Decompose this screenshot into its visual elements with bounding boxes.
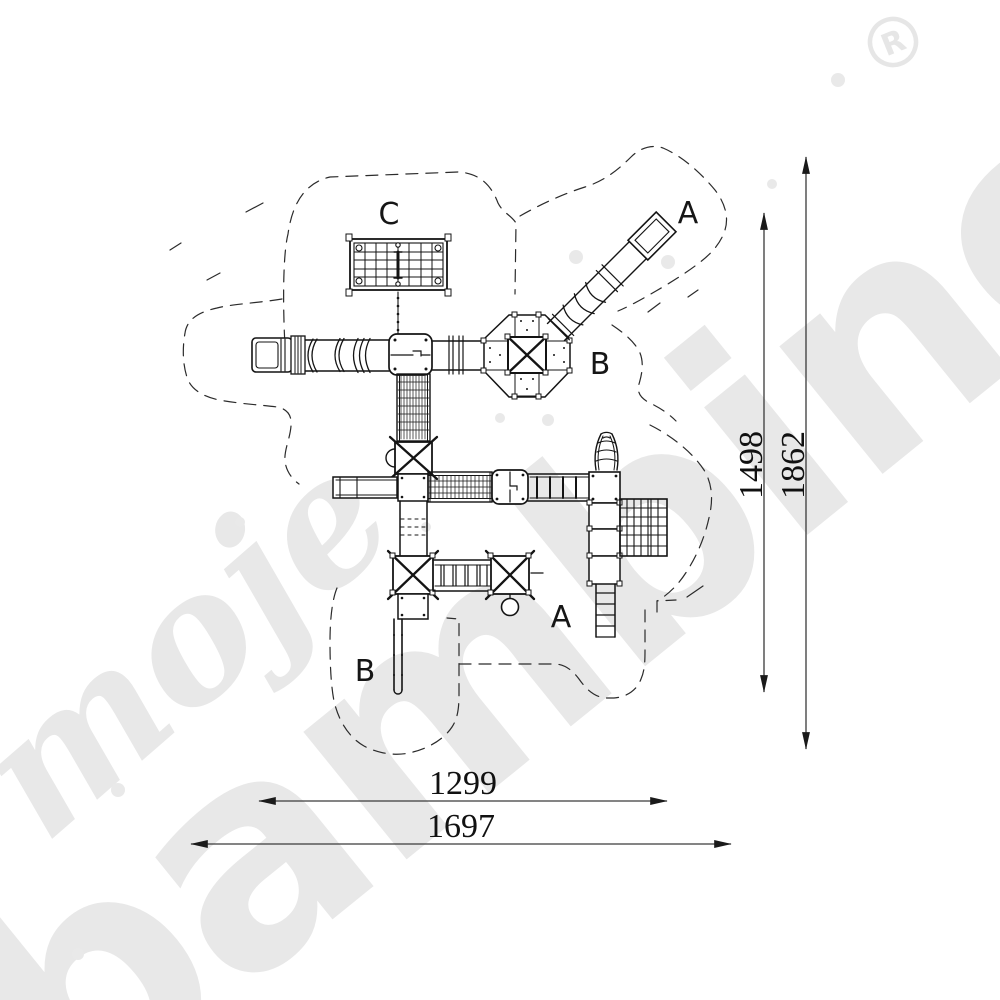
dimension-height-outer: 1862 xyxy=(775,156,812,750)
terrain-ticks xyxy=(169,202,704,598)
net-support-pole xyxy=(396,291,400,335)
curved-climber xyxy=(594,431,619,471)
left-ramp-bridge xyxy=(332,476,398,499)
rung-bridge xyxy=(432,559,492,592)
tube-to-octagon xyxy=(431,335,485,375)
octagon-deck-dots xyxy=(489,320,565,390)
watermark-dots xyxy=(72,73,845,960)
platform-under-x2 xyxy=(397,593,429,620)
dimension-value-1299: 1299 xyxy=(429,765,497,802)
label-c: C xyxy=(379,197,400,232)
dimension-width-inner: 1299 xyxy=(258,765,668,805)
safety-zone-outline xyxy=(169,145,728,755)
x-platform-1 xyxy=(385,435,439,481)
ladder-bridge xyxy=(527,473,591,502)
net-bridge-vertical xyxy=(394,373,433,449)
vertical-slide-b xyxy=(393,618,403,695)
dimension-lines: 1498 1862 1299 1697 xyxy=(190,156,812,848)
right-column xyxy=(586,499,623,587)
dimension-value-1862: 1862 xyxy=(775,431,812,499)
x-platform-2 xyxy=(386,549,440,601)
svg-text:R: R xyxy=(876,23,911,64)
platform-3 xyxy=(588,471,621,504)
ladder-a-bottom xyxy=(595,583,616,638)
rounded-platform-2 xyxy=(491,469,529,505)
dimension-width-outer: 1697 xyxy=(190,808,732,848)
registered-trademark-icon: R xyxy=(867,16,919,68)
dimension-value-1697: 1697 xyxy=(427,808,495,845)
dimension-height-inner: 1498 xyxy=(733,212,770,693)
climbing-grid-panel xyxy=(619,498,668,557)
climbing-net-c xyxy=(345,233,452,297)
playground-structure xyxy=(251,210,678,695)
watermark: moje bambino R xyxy=(0,16,1000,1000)
left-column-tube xyxy=(399,500,428,557)
steering-wheel xyxy=(500,593,520,617)
octagon-tower-b xyxy=(480,311,573,400)
label-a-top: A xyxy=(678,196,699,231)
diagonal-tube-slide-a xyxy=(546,210,678,342)
label-a-bottom: A xyxy=(551,600,572,635)
section-labels: C A B A B xyxy=(355,196,699,689)
watermark-word-bambino: bambino xyxy=(0,17,1000,1000)
central-platform xyxy=(388,333,433,376)
left-tube-slide xyxy=(251,335,390,375)
label-b-bottom: B xyxy=(355,654,376,689)
label-b-middle: B xyxy=(590,347,611,382)
dimension-value-1498: 1498 xyxy=(733,431,770,499)
platform-under-x1 xyxy=(397,473,429,502)
